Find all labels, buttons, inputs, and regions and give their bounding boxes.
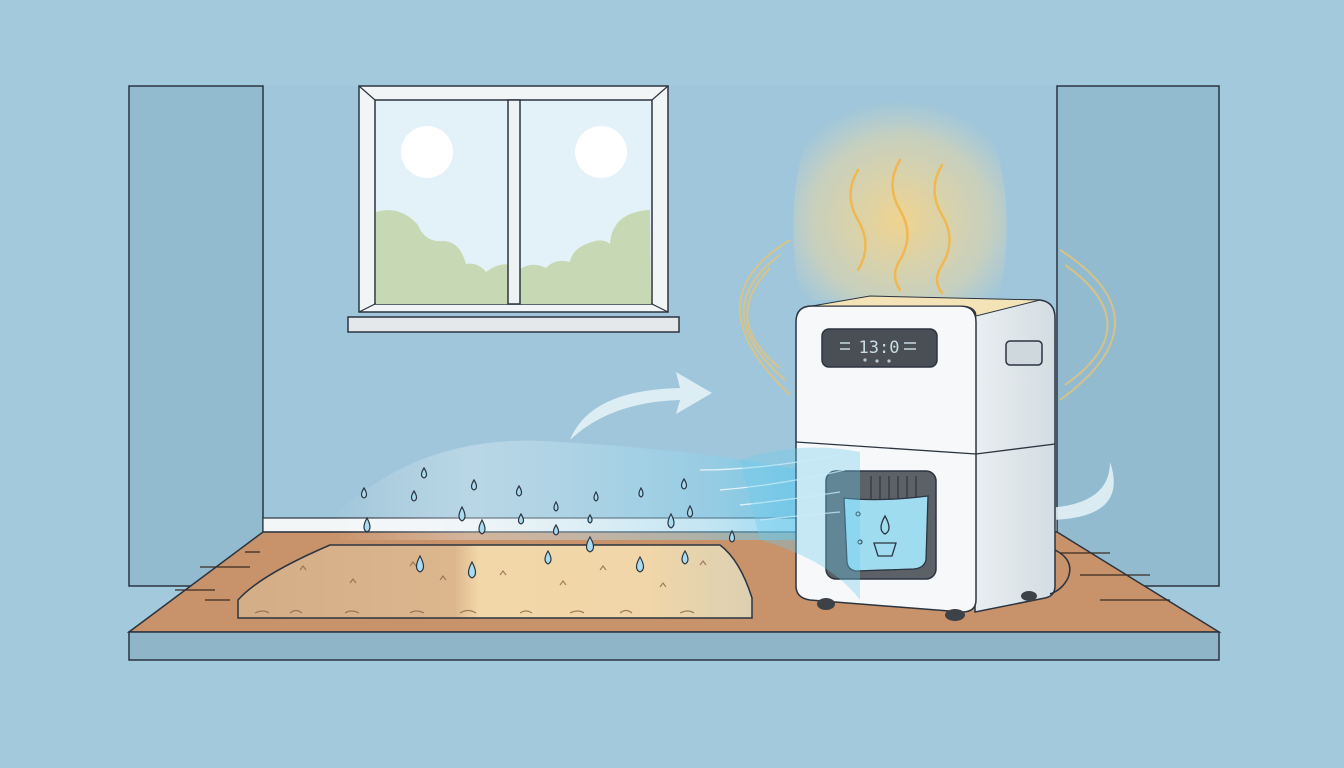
droplet-icon xyxy=(515,484,523,497)
cup-icon xyxy=(873,542,897,557)
wheel xyxy=(945,609,965,621)
sun-icon xyxy=(401,126,453,178)
droplet-icon xyxy=(470,478,478,491)
lcd-status-icons xyxy=(863,358,891,363)
mode-icon xyxy=(875,359,879,363)
droplet-icon xyxy=(553,500,559,512)
power-cord xyxy=(1049,549,1071,595)
droplet-icon xyxy=(638,486,644,498)
droplet-icon xyxy=(686,504,694,518)
sun-icon xyxy=(575,126,627,178)
tank-dot xyxy=(857,539,863,545)
blue-airflow xyxy=(740,447,860,600)
rug xyxy=(237,544,753,619)
droplet-icon xyxy=(593,490,599,502)
tank-dot xyxy=(855,511,861,517)
airflow-mist xyxy=(330,440,800,540)
warm-air-plume xyxy=(793,100,1007,300)
droplet-icon xyxy=(478,518,486,535)
droplet-icon xyxy=(544,549,552,565)
droplet-icon xyxy=(420,466,428,479)
floor-base xyxy=(128,631,1220,661)
droplet-icon xyxy=(552,523,560,536)
intake-arrow xyxy=(570,372,712,440)
droplet-icon xyxy=(467,560,477,579)
fan-icon xyxy=(863,358,867,362)
lcd-readout: 13:0 xyxy=(859,338,900,358)
dehumidifier-side xyxy=(974,299,1056,613)
droplet-icon xyxy=(415,554,425,573)
water-droplets xyxy=(360,466,736,579)
droplet-icon xyxy=(728,529,736,543)
panel-seam xyxy=(795,441,1056,455)
droplet-icon xyxy=(410,489,418,502)
left-wall xyxy=(128,85,264,587)
droplet-icon xyxy=(681,549,689,565)
air-streaks xyxy=(699,454,846,521)
wheel xyxy=(817,598,835,610)
droplet-icon xyxy=(360,486,368,499)
lcd-display[interactable] xyxy=(821,328,938,368)
dehumidifier-top xyxy=(811,295,1041,317)
droplet-icon xyxy=(667,512,675,529)
power-icon xyxy=(887,359,891,363)
filter-grille xyxy=(870,476,917,500)
floor-boards xyxy=(175,551,1170,601)
vibration-arcs xyxy=(739,239,1116,401)
lcd-dashes xyxy=(840,342,916,350)
side-handle xyxy=(1005,340,1043,366)
droplet-icon xyxy=(635,555,645,573)
foliage xyxy=(376,210,651,304)
droplet-icon xyxy=(587,513,593,524)
droplet-icon xyxy=(585,535,595,553)
window-sill xyxy=(347,316,680,333)
window xyxy=(347,85,680,333)
dehumidifier[interactable]: 13:0 xyxy=(795,295,1071,621)
heat-waves xyxy=(849,158,951,295)
droplet-icon xyxy=(363,516,371,533)
wheel xyxy=(1021,591,1037,601)
droplet-icon xyxy=(680,477,688,490)
water-drop-icon xyxy=(880,514,890,535)
droplet-icon xyxy=(458,505,466,522)
droplet-icon xyxy=(517,512,525,525)
